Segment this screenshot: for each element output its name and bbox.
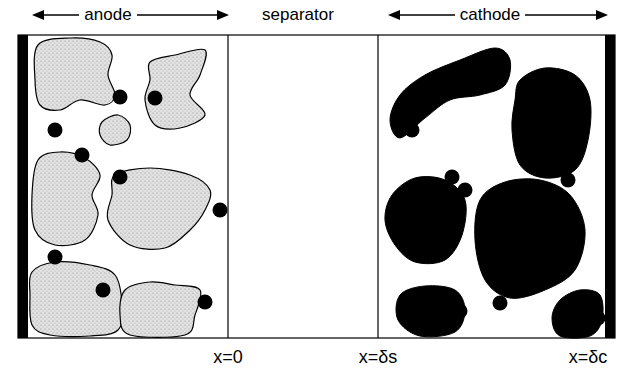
additive-dot (445, 170, 460, 185)
position-label: x=δc (569, 346, 608, 368)
additive-dot (113, 90, 128, 105)
arrow-head (388, 10, 400, 20)
separator-region: separator (228, 0, 378, 338)
region-heading: cathode (455, 5, 526, 25)
position-label: x=δs (359, 346, 398, 368)
current-collector (18, 35, 28, 338)
additive-dot (493, 296, 508, 311)
cathode-particle (512, 68, 591, 178)
additive-dot (148, 91, 163, 106)
boundary-line (227, 35, 228, 338)
cathode-particle (385, 177, 466, 264)
arrow-head (596, 10, 608, 20)
additive-dot (113, 170, 128, 185)
additive-dot (96, 283, 111, 298)
additive-dot (458, 183, 473, 198)
additive-dot (510, 183, 525, 198)
cathode-region: cathode (378, 0, 615, 338)
additive-dot (431, 230, 446, 245)
additive-dot (198, 295, 213, 310)
anode-particle (29, 262, 122, 337)
cathode-particle (390, 48, 511, 138)
additive-dot (213, 203, 228, 218)
additive-dot (75, 148, 90, 163)
region-heading: separator (257, 5, 339, 25)
anode-particle (34, 38, 115, 110)
additive-dot (48, 123, 63, 138)
anode-particle (107, 168, 211, 249)
additive-dot (405, 123, 420, 138)
anode-particle (32, 152, 100, 246)
additive-dot (48, 250, 63, 265)
anode-region: anode (18, 0, 228, 338)
additive-dot (591, 311, 606, 326)
additive-dot (561, 75, 576, 90)
position-label: x=0 (213, 346, 243, 368)
boundary-line (377, 35, 378, 338)
cathode-particle (475, 179, 585, 299)
additive-dot (453, 304, 468, 319)
cell-frame (18, 35, 615, 338)
additive-dot (543, 265, 558, 280)
anode-particle (99, 115, 130, 145)
anode-particle (120, 282, 201, 338)
anode-particle (145, 49, 206, 129)
region-heading: anode (79, 5, 136, 25)
additive-dot (563, 203, 578, 218)
additive-dot (561, 173, 576, 188)
current-collector (605, 35, 615, 338)
arrow-head (217, 10, 229, 20)
arrow-head (32, 10, 44, 20)
